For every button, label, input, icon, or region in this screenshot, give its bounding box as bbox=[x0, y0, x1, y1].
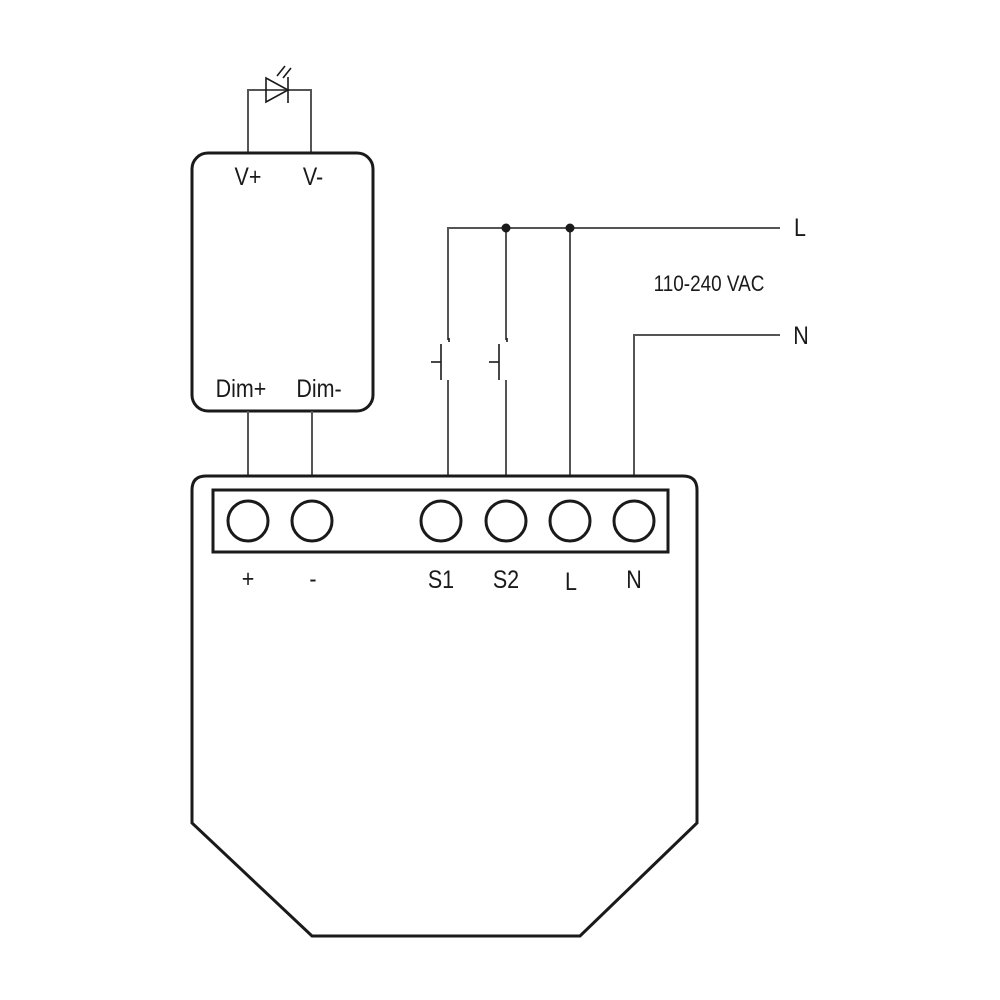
terminal-label-l: L bbox=[565, 567, 577, 595]
driver-v-minus-label: V- bbox=[303, 162, 323, 190]
terminal-screw bbox=[548, 499, 592, 543]
dimmer-module: + - S1 S2 L N bbox=[190, 474, 699, 938]
led-driver: V+ V- Dim+ Dim- bbox=[190, 151, 375, 413]
junction-dot bbox=[501, 223, 511, 233]
terminal-screw bbox=[612, 499, 656, 543]
wire-line-bus bbox=[447, 223, 780, 476]
terminal-label-plus: + bbox=[242, 564, 255, 592]
supply-neutral-label: N bbox=[793, 321, 809, 349]
supply-voltage-label: 110-240 VAC bbox=[654, 272, 765, 297]
push-button-icon bbox=[489, 338, 513, 380]
driver-v-plus-label: V+ bbox=[235, 162, 262, 190]
terminal-screw bbox=[484, 499, 528, 543]
driver-dim-minus-label: Dim- bbox=[296, 374, 341, 402]
driver-dim-plus-label: Dim+ bbox=[216, 374, 267, 402]
push-button-icon bbox=[431, 338, 455, 380]
terminal-label-minus: - bbox=[309, 564, 316, 592]
terminal-label-n: N bbox=[626, 565, 642, 593]
junction-dot bbox=[565, 223, 575, 233]
wire-neutral bbox=[633, 334, 780, 476]
terminal-screw bbox=[419, 499, 463, 543]
terminal-label-s1: S1 bbox=[428, 565, 454, 593]
terminal-screw bbox=[226, 499, 270, 543]
terminal-screws bbox=[226, 499, 656, 543]
terminal-screw bbox=[290, 499, 334, 543]
led-icon bbox=[247, 65, 312, 152]
supply-line-label: L bbox=[794, 213, 806, 241]
terminal-label-s2: S2 bbox=[493, 565, 519, 593]
